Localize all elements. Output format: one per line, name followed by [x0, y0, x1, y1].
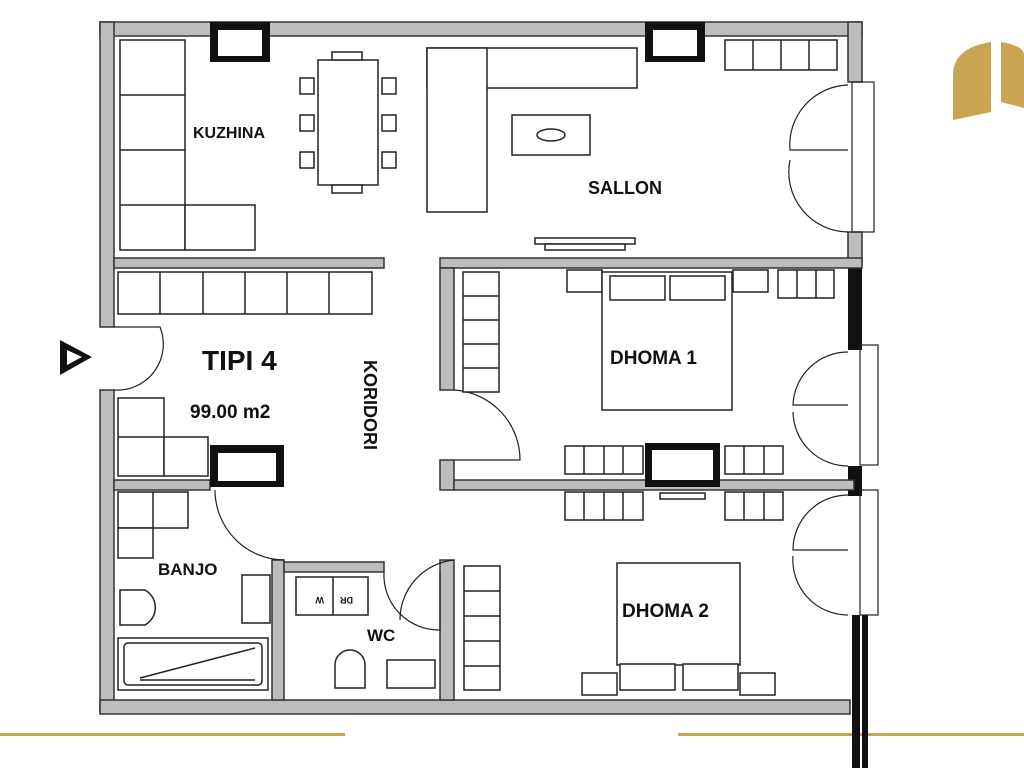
kitchen-cabinets — [119, 39, 256, 251]
coffee-table — [511, 114, 591, 156]
room-label-living: SALLON — [588, 178, 662, 198]
outer-walls — [99, 21, 868, 768]
bathroom-fixtures — [117, 574, 271, 691]
brand-logo — [953, 42, 1024, 120]
room-label-wc: WC — [367, 626, 395, 645]
tv-bedroom — [645, 443, 720, 500]
apartment-area: 99.00 m2 — [190, 402, 270, 423]
bedroom1-furniture — [462, 269, 835, 475]
corridor-cabinets — [117, 271, 373, 559]
room-label-kitchen: KUZHINA — [193, 125, 265, 142]
accent-line-left — [0, 733, 345, 736]
dining-table — [299, 51, 397, 194]
tv-unit — [534, 237, 636, 251]
washer-label: W — [315, 595, 324, 605]
entrance-arrow-icon — [60, 340, 92, 375]
room-label-corridor: KORIDORI — [360, 360, 380, 450]
apartment-type: TIPI 4 — [202, 345, 277, 376]
room-label-bedroom1: DHOMA 1 — [610, 348, 697, 369]
living-shelf — [724, 39, 838, 71]
bedroom2-furniture — [463, 491, 784, 696]
doors — [113, 84, 849, 631]
room-label-bedroom2: DHOMA 2 — [622, 601, 709, 622]
wc-fixtures — [295, 576, 436, 689]
room-label-bathroom: BANJO — [158, 560, 218, 579]
windows — [851, 81, 879, 616]
dryer-label: DR — [340, 595, 353, 605]
accent-line-right — [678, 733, 1024, 736]
sofa — [426, 47, 638, 213]
